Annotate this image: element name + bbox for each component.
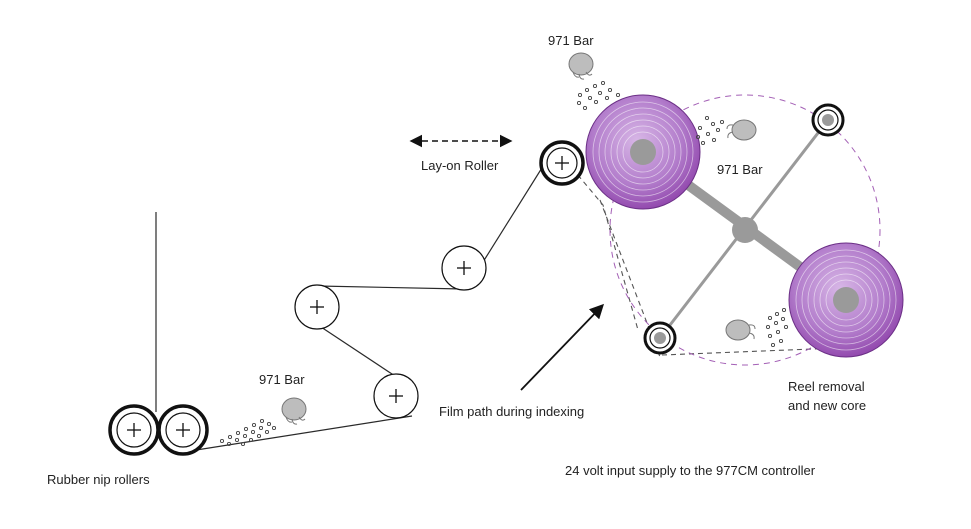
- guide-roller-upper: [441, 245, 487, 291]
- guide-roller-middle: [294, 284, 340, 330]
- static-bar-top-icon: [568, 52, 621, 111]
- reel-top: [585, 94, 701, 210]
- bar-mid-label: 971 Bar: [717, 162, 763, 177]
- static-bar-bottom-icon: [725, 307, 789, 348]
- reel-removal-label-line2: and new core: [788, 398, 866, 413]
- indexing-dashed-path: [571, 167, 879, 358]
- reel-bottom: [788, 242, 904, 358]
- core-bottom-left: [643, 321, 677, 355]
- lay-on-roller: [539, 140, 585, 186]
- core-top-right: [811, 103, 845, 137]
- turret-dashed-circle: [609, 94, 881, 366]
- film-path-arrow-icon: [520, 303, 604, 391]
- lay-on-roller-label: Lay-on Roller: [421, 158, 499, 173]
- supply-label: 24 volt input supply to the 977CM contro…: [565, 463, 816, 478]
- bar-left-label: 971 Bar: [259, 372, 305, 387]
- reel-removal-label-line1: Reel removal: [788, 379, 865, 394]
- static-bar-mid-icon: [695, 115, 757, 146]
- static-bar-left-icon: [219, 397, 307, 447]
- nip-roller-right: [157, 404, 209, 456]
- guide-roller-lower: [373, 373, 419, 419]
- nip-rollers-label: Rubber nip rollers: [47, 472, 150, 487]
- film-path-label: Film path during indexing: [439, 404, 584, 419]
- nip-roller-left: [108, 404, 160, 456]
- bar-top-label: 971 Bar: [548, 33, 594, 48]
